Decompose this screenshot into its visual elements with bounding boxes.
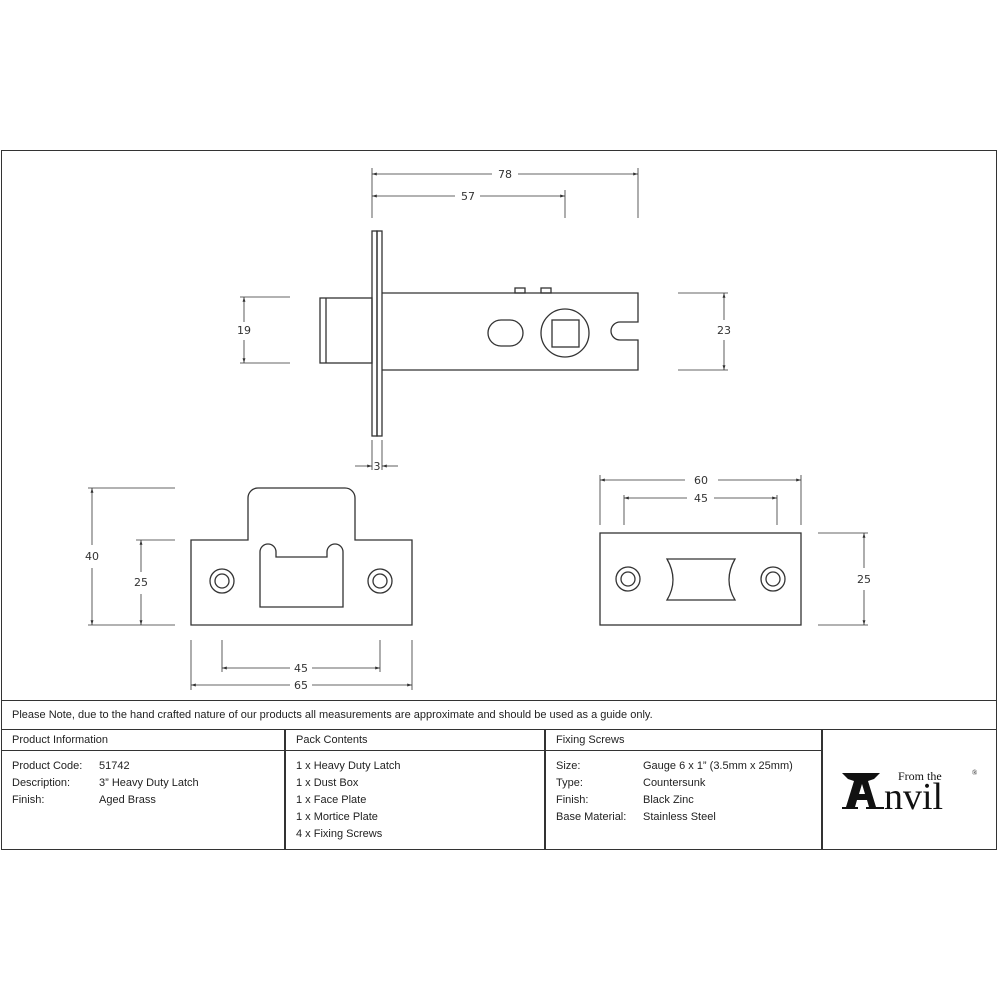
drawing-frame — [1, 150, 997, 850]
technical-drawing: 78 57 19 23 3 40 25 45 65 60 45 25 — [85, 168, 871, 692]
screw-value: Black Zinc — [643, 793, 694, 806]
screw-value: Gauge 6 x 1” (3.5mm x 25mm) — [643, 759, 793, 772]
info-value: 51742 — [99, 759, 130, 772]
dim-faceplate-thickness: 3 — [374, 460, 381, 473]
list-item: 4 x Fixing Screws — [296, 827, 383, 840]
info-label: Product Code: — [12, 759, 83, 772]
list-item: 1 x Mortice Plate — [296, 810, 378, 823]
screw-label: Size: — [556, 759, 581, 772]
pack-contents-panel: Pack Contents 1 x Heavy Duty Latch 1 x D… — [285, 730, 544, 850]
dim-mortice-screw-centres: 45 — [694, 492, 708, 505]
measurement-note: Please Note, due to the hand crafted nat… — [1, 700, 997, 730]
anvil-icon — [841, 773, 884, 809]
info-value: 3” Heavy Duty Latch — [99, 776, 199, 789]
screw-value: Stainless Steel — [643, 810, 716, 823]
fixing-screws-title: Fixing Screws — [545, 730, 821, 751]
latch-side-view — [319, 230, 639, 437]
mortice-plate-view — [599, 532, 802, 626]
list-item: 1 x Heavy Duty Latch — [296, 759, 401, 772]
divider — [544, 730, 546, 850]
dim-latch-height: 19 — [237, 324, 251, 337]
info-label: Finish: — [12, 793, 45, 806]
list-item: 1 x Face Plate — [296, 793, 367, 806]
dim-backset: 57 — [461, 190, 475, 203]
screw-label: Base Material: — [556, 810, 627, 823]
registered-mark: ® — [972, 769, 978, 777]
dim-face-plate-width: 65 — [294, 679, 308, 692]
divider — [821, 730, 823, 850]
divider — [284, 730, 286, 850]
pack-contents-title: Pack Contents — [285, 730, 544, 751]
list-item: 1 x Dust Box — [296, 776, 359, 789]
product-information-title: Product Information — [1, 730, 285, 751]
dim-overall-length: 78 — [498, 168, 512, 181]
dim-mortice-height: 25 — [857, 573, 871, 586]
dim-face-overall-height: 40 — [85, 550, 99, 563]
from-the-anvil-logo: From the nvil ® — [822, 730, 997, 850]
face-plate-view — [190, 487, 413, 626]
screw-label: Finish: — [556, 793, 589, 806]
fixing-screws-panel: Fixing Screws Size: Gauge 6 x 1” (3.5mm x… — [545, 730, 821, 850]
dim-mortice-width: 60 — [694, 474, 708, 487]
dim-face-plate-height: 25 — [134, 576, 148, 589]
logo-small-text: From the — [898, 769, 942, 783]
screw-value: Countersunk — [643, 776, 706, 789]
info-label: Description: — [12, 776, 71, 789]
logo-big-text: nvil — [884, 776, 943, 815]
dim-case-height: 23 — [717, 324, 731, 337]
info-value: Aged Brass — [99, 793, 156, 806]
dim-face-screw-centres: 45 — [294, 662, 308, 675]
product-information-panel: Product Information Product Code: 51742 D… — [1, 730, 285, 850]
screw-label: Type: — [556, 776, 583, 789]
